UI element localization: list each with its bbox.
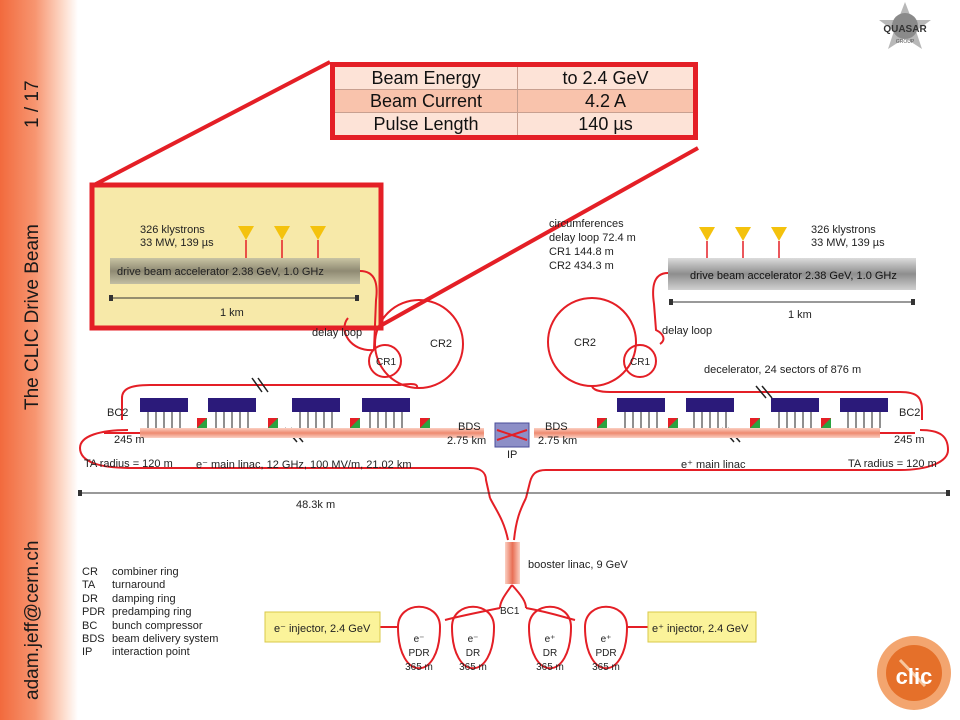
slide-sidebar: [0, 0, 78, 720]
ring-1-particle: e⁻: [414, 634, 425, 645]
ring-2-length: 365 m: [459, 662, 487, 673]
delay-loop-left-label: delay loop: [312, 327, 362, 339]
ta-radius-left: TA radius = 120 m: [84, 458, 173, 470]
ta-radius-right: TA radius = 120 m: [848, 458, 937, 470]
svg-text:GROUP: GROUP: [896, 39, 915, 45]
turnaround-left-length: 245 m: [114, 434, 145, 446]
ring-3-particle: e⁺: [545, 634, 556, 645]
left-scale-label: 1 km: [220, 307, 244, 319]
bc2-right-label: BC2: [899, 407, 920, 419]
left-drive-beam-highlight: [89, 182, 384, 331]
turnaround-right-length: 245 m: [894, 434, 925, 446]
param-value: to 2.4 GeV: [517, 64, 696, 90]
booster-linac-label: booster linac, 9 GeV: [528, 559, 628, 571]
decelerator-label: decelerator, 24 sectors of 876 m: [704, 364, 861, 376]
bds-left-length: 2.75 km: [447, 435, 486, 447]
left-klystrons-label: 326 klystrons: [140, 224, 205, 236]
positron-main-linac-label: e⁺ main linac: [681, 459, 746, 471]
bc1-label: BC1: [500, 606, 520, 617]
svg-text:clic: clic: [896, 664, 933, 689]
param-label: Pulse Length: [332, 112, 518, 138]
ring-4-particle: e⁺: [601, 634, 612, 645]
bc2-left-label: BC2: [107, 407, 128, 419]
cr1-left-label: CR1: [376, 357, 396, 368]
param-label: Beam Current: [332, 89, 518, 113]
ring-2-particle: e⁻: [468, 634, 479, 645]
bds-right-label: BDS: [545, 421, 568, 433]
left-accelerator-label: drive beam accelerator 2.38 GeV, 1.0 GHz: [117, 266, 324, 278]
quasar-logo: QUASAR GROUP: [879, 2, 931, 49]
electron-injector: [264, 611, 381, 643]
left-decelerator-sectors: [140, 398, 430, 428]
right-scale-label: 1 km: [788, 309, 812, 321]
electron-injector-label: e⁻ injector, 2.4 GeV: [274, 623, 371, 635]
right-accelerator-label: drive beam accelerator 2.38 GeV, 1.0 GHz: [690, 270, 897, 282]
ip-label: IP: [507, 449, 517, 461]
clic-logo: clic: [877, 636, 951, 710]
circumferences-title: circumferences: [549, 218, 624, 230]
right-drive-beam-accelerator: [668, 258, 916, 290]
ring-4-name: PDR: [595, 648, 616, 659]
delay-loop-right-label: delay loop: [662, 325, 712, 337]
electron-main-linac-label: e⁻ main linac, 12 GHz, 100 MV/m, 21.02 k…: [196, 459, 412, 471]
bds-left-label: BDS: [458, 421, 481, 433]
table-row: Beam Energy to 2.4 GeV: [332, 64, 696, 90]
bds-right-length: 2.75 km: [538, 435, 577, 447]
left-klystrons-power: 33 MW, 139 µs: [140, 237, 214, 249]
ring-3-name: DR: [543, 648, 557, 659]
right-klystrons-power: 33 MW, 139 µs: [811, 237, 885, 249]
beamlines: [78, 270, 950, 670]
circumference-cr1: CR1 144.8 m: [549, 246, 614, 258]
ring-1-length: 365 m: [405, 662, 433, 673]
positron-injector-label: e⁺ injector, 2.4 GeV: [652, 623, 749, 635]
electron-main-linac: [140, 428, 484, 438]
svg-text:QUASAR: QUASAR: [883, 24, 927, 35]
right-klystrons: [699, 227, 787, 258]
ring-1-name: PDR: [408, 648, 429, 659]
ring-2-name: DR: [466, 648, 480, 659]
right-klystrons-label: 326 klystrons: [811, 224, 876, 236]
cr2-left-label: CR2: [430, 338, 452, 350]
table-row: Pulse Length 140 µs: [332, 112, 696, 138]
right-decelerator-sectors: [597, 398, 888, 428]
positron-main-linac: [534, 428, 880, 438]
callout-line-bottom: [379, 146, 699, 328]
ring-3-length: 365 m: [536, 662, 564, 673]
left-klystrons: [238, 226, 326, 258]
booster-linac: [505, 542, 520, 584]
total-length-label: 48.3k m: [296, 499, 335, 511]
left-drive-beam-accelerator: [110, 258, 360, 284]
circumference-cr2: CR2 434.3 m: [549, 260, 614, 272]
table-row: Beam Current 4.2 A: [332, 89, 696, 113]
callout-line-top: [93, 60, 331, 187]
param-value: 4.2 A: [517, 89, 696, 113]
param-label: Beam Energy: [332, 64, 518, 90]
ring-4-length: 365 m: [592, 662, 620, 673]
cr1-right-label: CR1: [630, 357, 650, 368]
param-value: 140 µs: [517, 112, 696, 138]
collision-arrows: [496, 429, 528, 441]
positron-injector: [647, 611, 757, 643]
circumference-delay-loop: delay loop 72.4 m: [549, 232, 636, 244]
cr2-right-label: CR2: [574, 337, 596, 349]
beam-parameters-table: Beam Energy to 2.4 GeV Beam Current 4.2 …: [330, 62, 698, 140]
left-pets-feeds: [147, 412, 403, 428]
right-pets-feeds: [624, 412, 881, 428]
